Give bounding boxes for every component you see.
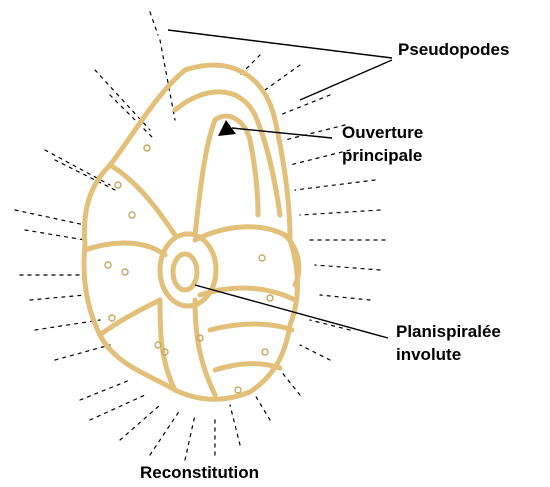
chamber-top-left (110, 165, 175, 235)
chamber-lower-mid (160, 300, 175, 390)
chamber-bottom (210, 324, 292, 330)
caption: Reconstitution (140, 463, 259, 482)
pseudopodes-line-bottom (300, 60, 392, 100)
ouverture-label-line2: principale (342, 146, 422, 165)
chamber-mid (195, 227, 299, 285)
chamber-bottom-3 (195, 300, 215, 395)
planispiralee-label-line2: involute (396, 345, 461, 364)
umbilicus-inner (173, 254, 197, 290)
chamber-left (85, 243, 165, 255)
planispiralee-label-line1: Planispiralée (396, 322, 501, 341)
chamber-top-outer (175, 92, 280, 215)
ouverture-label-line1: Ouverture (342, 123, 423, 142)
pseudopodes-line-top (168, 30, 392, 58)
pseudopodes-label: Pseudopodes (398, 40, 509, 59)
chamber-bottom-2 (215, 364, 280, 370)
umbilicus-outer (160, 234, 216, 306)
